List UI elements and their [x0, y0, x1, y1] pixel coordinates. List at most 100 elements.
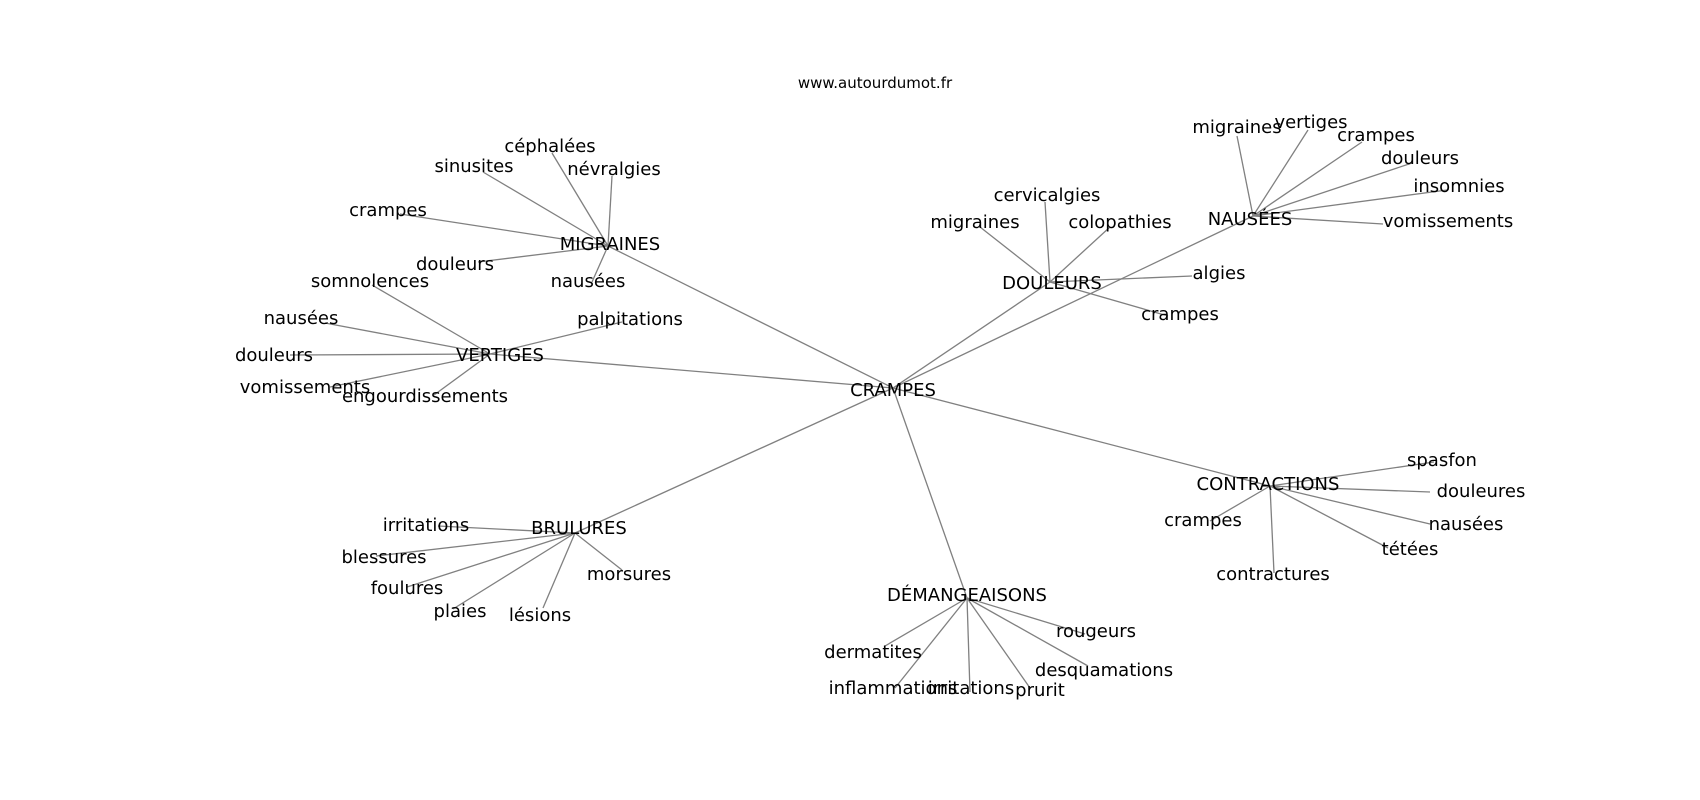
leaf-node-contractions-douleures: douleures	[1437, 481, 1526, 502]
leaf-node-nausees-douleurs: douleurs	[1381, 148, 1459, 169]
edge-contractions-spasfon	[1269, 461, 1435, 487]
leaf-node-contractions-nausees: nausées	[1429, 514, 1504, 535]
hub-node-contractions: CONTRACTIONS	[1197, 474, 1340, 495]
edge-brulures-blessures	[375, 532, 576, 557]
edge-migraines-nausees	[591, 245, 609, 283]
edge-root-migraines	[607, 245, 894, 389]
leaf-node-douleurs-algies: algies	[1193, 263, 1246, 284]
edge-douleurs-colopathies	[1049, 226, 1111, 283]
leaf-node-demangeaisons-inflammations: inflammations	[829, 678, 958, 699]
edge-vertiges-palpitations	[489, 321, 623, 355]
edge-contractions-contractures	[1269, 485, 1275, 574]
edge-nausees-douleurs	[1252, 162, 1413, 217]
leaf-node-contractions-contractures: contractures	[1216, 564, 1330, 585]
leaf-node-nausees-crampes: crampes	[1337, 125, 1415, 146]
edge-brulures-morsures	[574, 532, 623, 571]
edge-root-nausees	[892, 215, 1254, 389]
edge-brulures-plaies	[452, 532, 576, 610]
edge-vertiges-vomissements	[329, 353, 491, 388]
edge-migraines-nevralgies	[607, 175, 613, 247]
leaf-node-migraines-nausees: nausées	[551, 271, 626, 292]
leaf-node-vertiges-engourdissements: engourdissements	[342, 386, 508, 407]
hub-node-vertiges: VERTIGES	[456, 345, 544, 366]
hub-node-demangeaisons: DÉMANGEAISONS	[887, 584, 1047, 606]
edge-vertiges-nausees	[324, 322, 491, 355]
leaf-node-contractions-tetees: tétées	[1382, 539, 1439, 560]
edge-nausees-crampes	[1252, 141, 1363, 217]
edge-demangeaisons-dermatites	[884, 597, 968, 647]
edge-demangeaisons-inflammations	[894, 597, 968, 689]
edge-brulures-foulures	[406, 532, 576, 588]
leaf-node-brulures-lesions: lésions	[509, 605, 571, 626]
leaf-node-contractions-spasfon: spasfon	[1407, 450, 1477, 471]
root-node-label: CRAMPES	[850, 380, 936, 401]
graph-edges	[289, 129, 1448, 693]
edge-nausees-vomissements	[1252, 215, 1384, 225]
leaf-node-douleurs-cervicalgies: cervicalgies	[994, 185, 1101, 206]
edge-vertiges-douleurs	[289, 353, 491, 356]
leaf-node-douleurs-migraines: migraines	[930, 212, 1019, 233]
leaf-node-vertiges-somnolences: somnolences	[311, 271, 429, 292]
leaf-node-demangeaisons-rougeurs: rougeurs	[1056, 621, 1136, 642]
edge-demangeaisons-prurit	[966, 597, 1031, 689]
edge-nausees-insomnies	[1252, 189, 1448, 217]
edge-contractions-douleures	[1269, 485, 1431, 493]
leaf-node-brulures-irritations: irritations	[383, 515, 469, 536]
leaf-node-migraines-nevralgies: névralgies	[567, 159, 660, 180]
leaf-node-brulures-plaies: plaies	[434, 601, 487, 622]
leaf-node-migraines-sinusites: sinusites	[434, 156, 513, 177]
hub-node-migraines: MIGRAINES	[560, 234, 660, 255]
leaf-node-nausees-vertiges: vertiges	[1274, 112, 1347, 133]
hub-node-nausees: NAUSÉES	[1208, 208, 1293, 230]
edge-vertiges-engourdissements	[433, 353, 491, 396]
leaf-node-nausees-migraines: migraines	[1192, 117, 1281, 138]
edge-root-contractions	[892, 387, 1271, 487]
hub-node-brulures: BRULURES	[531, 518, 627, 539]
leaf-node-brulures-blessures: blessures	[341, 547, 426, 568]
edge-demangeaisons-irritations	[966, 597, 971, 693]
edge-demangeaisons-desquamations	[966, 597, 1089, 667]
edge-demangeaisons-rougeurs	[966, 597, 1086, 635]
edge-migraines-crampes	[399, 213, 609, 247]
leaf-node-vertiges-palpitations: palpitations	[577, 309, 683, 330]
leaf-node-migraines-cephalees: céphalées	[504, 136, 595, 157]
leaf-node-demangeaisons-prurit: prurit	[1015, 680, 1065, 701]
leaf-node-contractions-crampes: crampes	[1164, 510, 1242, 531]
leaf-node-nausees-vomissements: vomissements	[1383, 211, 1513, 232]
edge-vertiges-somnolences	[371, 284, 491, 355]
leaf-node-vertiges-vomissements: vomissements	[240, 377, 370, 398]
leaf-node-douleurs-colopathies: colopathies	[1068, 212, 1171, 233]
leaf-node-brulures-foulures: foulures	[371, 578, 444, 599]
edge-contractions-tetees	[1269, 485, 1389, 549]
leaf-node-demangeaisons-irritations: irritations	[928, 678, 1014, 699]
hub-node-douleurs: DOULEURS	[1002, 273, 1102, 294]
leaf-node-migraines-douleurs: douleurs	[416, 254, 494, 275]
edge-douleurs-cervicalgies	[1044, 201, 1051, 283]
leaf-node-demangeaisons-desquamations: desquamations	[1035, 660, 1173, 681]
edge-root-douleurs	[892, 281, 1051, 389]
edge-nausees-migraines	[1236, 135, 1254, 217]
leaf-node-brulures-morsures: morsures	[587, 564, 671, 585]
leaf-node-vertiges-douleurs: douleurs	[235, 345, 313, 366]
leaf-node-migraines-crampes: crampes	[349, 200, 427, 221]
edge-douleurs-crampes	[1049, 281, 1169, 317]
leaf-node-vertiges-nausees: nausées	[264, 308, 339, 329]
edge-brulures-lesions	[542, 532, 576, 609]
edge-contractions-crampes	[1209, 485, 1271, 522]
edge-brulures-irritations	[437, 525, 576, 534]
leaf-node-demangeaisons-dermatites: dermatites	[824, 642, 922, 663]
edge-root-vertiges	[489, 353, 894, 389]
edge-contractions-nausees	[1269, 485, 1431, 525]
leaf-node-douleurs-crampes: crampes	[1141, 304, 1219, 325]
source-watermark: www.autourdumot.fr	[798, 74, 953, 92]
edge-douleurs-migraines	[979, 226, 1051, 283]
edge-root-demangeaisons	[892, 387, 968, 599]
edge-nausees-vertiges	[1252, 129, 1309, 217]
edge-migraines-cephalees	[551, 152, 609, 247]
leaf-node-nausees-insomnies: insomnies	[1413, 176, 1504, 197]
edge-migraines-douleurs	[477, 245, 609, 263]
edge-migraines-sinusites	[482, 171, 609, 247]
edge-root-brulures	[574, 387, 894, 534]
